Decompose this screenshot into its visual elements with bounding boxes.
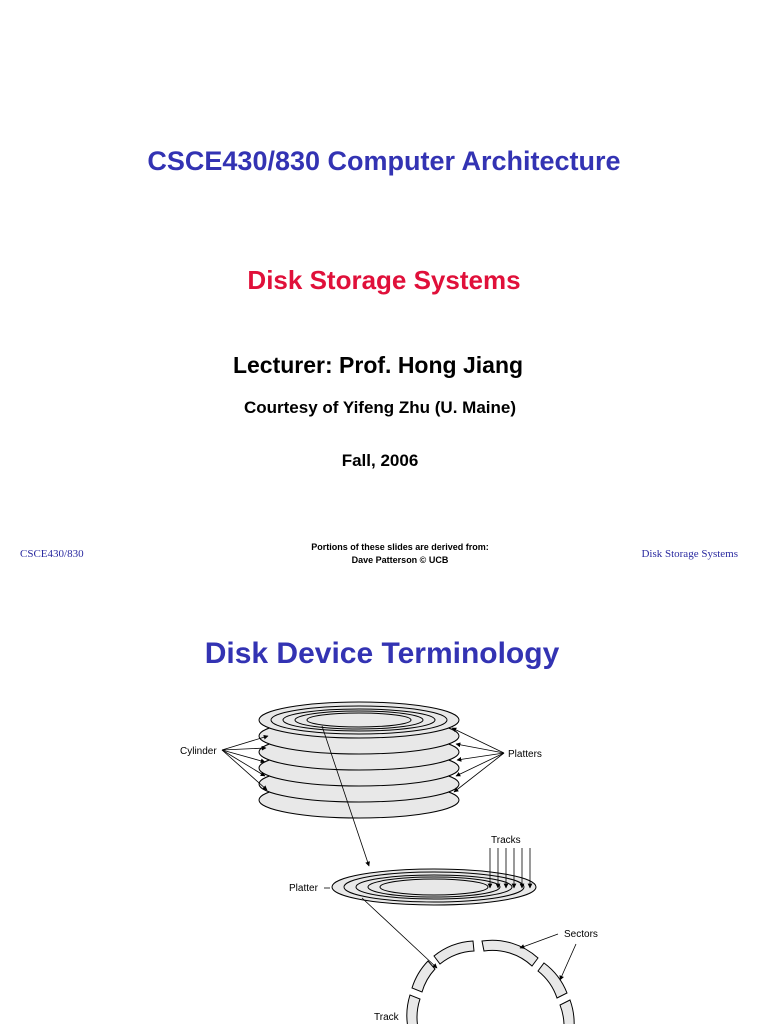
footer-credit: Portions of these slides are derived fro… xyxy=(250,541,550,567)
platter-stack xyxy=(258,701,460,819)
track-sectors xyxy=(406,939,575,1024)
sectors-label: Sectors xyxy=(564,929,598,940)
sectors-arrows xyxy=(519,933,577,981)
terminology-slide: Disk Device Terminology Cylinder xyxy=(0,590,768,1024)
term-line: Fall, 2006 xyxy=(341,451,419,470)
platters-label: Platters xyxy=(508,749,542,760)
footer-credit-line1: Portions of these slides are derived fro… xyxy=(311,542,489,552)
lecturer-line: Lecturer: Prof. Hong Jiang xyxy=(232,352,524,378)
cylinder-arrows xyxy=(221,734,269,791)
footer-credit-line2: Dave Patterson © UCB xyxy=(351,555,449,565)
sector-shape xyxy=(411,960,436,993)
track-label: Track xyxy=(374,1012,400,1023)
footer-topic: Disk Storage Systems xyxy=(641,548,738,560)
tracks-arrows xyxy=(487,848,533,889)
tracks-label: Tracks xyxy=(491,835,521,846)
platter-label: Platter xyxy=(289,883,319,894)
footer-course: CSCE430/830 xyxy=(20,548,84,560)
course-title: CSCE430/830 Computer Architecture xyxy=(147,146,621,176)
title-slide: CSCE430/830 Computer Architecture Disk S… xyxy=(20,146,738,567)
sector-shape xyxy=(481,939,539,967)
sector-shape xyxy=(537,962,568,999)
topic-title: Disk Storage Systems xyxy=(247,265,521,295)
track-pointer-arrow xyxy=(361,897,438,969)
slide-title: Disk Device Terminology xyxy=(204,637,560,670)
platter-shape xyxy=(258,701,460,739)
courtesy-line: Courtesy of Yifeng Zhu (U. Maine) xyxy=(243,398,516,417)
single-platter xyxy=(331,868,537,906)
sector-shape xyxy=(406,994,421,1024)
cylinder-label: Cylinder xyxy=(180,746,217,757)
disk-diagram: Cylinder Platters Platter xyxy=(180,701,598,1024)
platters-arrows xyxy=(451,727,505,793)
platter-pointer-arrow xyxy=(321,725,370,867)
sector-shape xyxy=(433,940,475,965)
sector-shape xyxy=(559,999,575,1024)
